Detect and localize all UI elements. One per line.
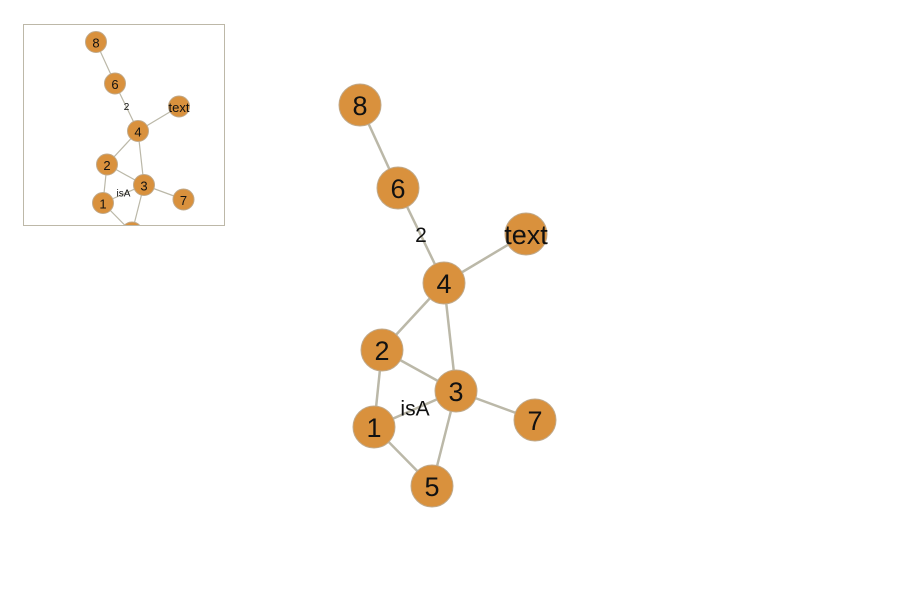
node-circle[interactable] bbox=[504, 212, 548, 256]
minimap-node-2[interactable]: 2 bbox=[96, 153, 118, 176]
minimap-node-label: 7 bbox=[180, 193, 187, 208]
node-3[interactable]: 3 bbox=[434, 369, 478, 413]
minimap-canvas[interactable]: 2 isA 8 6 text 4 2 3 1 7 5 bbox=[24, 25, 224, 225]
minimap-node-circle[interactable] bbox=[96, 153, 118, 176]
node-label: 4 bbox=[436, 269, 451, 299]
minimap-node-4[interactable]: 4 bbox=[127, 120, 149, 142]
minimap-node-3[interactable]: 3 bbox=[133, 174, 155, 196]
minimap-node-label: text bbox=[169, 100, 190, 115]
node-5[interactable]: 5 bbox=[410, 464, 454, 508]
minimap-edge-label: isA bbox=[117, 189, 131, 200]
node-text[interactable]: text bbox=[504, 212, 548, 256]
node-circle[interactable] bbox=[513, 398, 557, 442]
node-6[interactable]: 6 bbox=[376, 166, 420, 210]
minimap-node-circle[interactable] bbox=[133, 174, 155, 196]
node-2[interactable]: 2 bbox=[360, 328, 404, 372]
minimap-node-label: 1 bbox=[99, 197, 106, 212]
node-circle[interactable] bbox=[360, 328, 404, 372]
node-4[interactable]: 4 bbox=[422, 261, 466, 305]
edge-label: 2 bbox=[415, 224, 427, 247]
minimap-node-8[interactable]: 8 bbox=[85, 31, 107, 53]
minimap-node-circle[interactable] bbox=[104, 72, 126, 95]
node-label: 5 bbox=[424, 472, 439, 502]
node-1[interactable]: 1 bbox=[352, 405, 396, 449]
node-label: 1 bbox=[366, 413, 381, 443]
minimap-node-circle[interactable] bbox=[172, 188, 195, 211]
node-label: 8 bbox=[352, 91, 367, 121]
minimap-node-7[interactable]: 7 bbox=[172, 188, 195, 211]
minimap[interactable]: 2 isA 8 6 text 4 2 3 1 7 5 bbox=[23, 24, 225, 226]
edge-label-layer: 2 isA bbox=[400, 224, 429, 421]
node-7[interactable]: 7 bbox=[513, 398, 557, 442]
minimap-node-label: 4 bbox=[134, 125, 141, 140]
edge-label: isA bbox=[400, 398, 429, 421]
minimap-node-circle[interactable] bbox=[168, 95, 190, 118]
node-circle[interactable] bbox=[352, 405, 396, 449]
node-label: text bbox=[504, 220, 548, 250]
minimap-node-label: 6 bbox=[111, 77, 118, 92]
node-label: 7 bbox=[527, 406, 542, 436]
node-label: 3 bbox=[448, 377, 463, 407]
minimap-node-label: 2 bbox=[103, 158, 110, 173]
minimap-node-label: 3 bbox=[140, 179, 147, 194]
minimap-node-5[interactable]: 5 bbox=[122, 221, 143, 225]
minimap-node-circle[interactable] bbox=[92, 192, 114, 214]
node-circle[interactable] bbox=[410, 464, 454, 508]
minimap-node-circle[interactable] bbox=[122, 221, 143, 225]
minimap-node-1[interactable]: 1 bbox=[92, 192, 114, 214]
node-label: 6 bbox=[390, 174, 405, 204]
node-circle[interactable] bbox=[376, 166, 420, 210]
minimap-node-circle[interactable] bbox=[85, 31, 107, 53]
node-circle[interactable] bbox=[338, 83, 382, 127]
node-label: 2 bbox=[374, 336, 389, 366]
minimap-node-layer: 8 6 text 4 2 3 1 7 5 bbox=[85, 31, 195, 225]
minimap-edge-label-layer: 2 isA bbox=[117, 102, 131, 200]
minimap-edge-label: 2 bbox=[124, 102, 130, 113]
node-circle[interactable] bbox=[434, 369, 478, 413]
minimap-node-circle[interactable] bbox=[127, 120, 149, 142]
minimap-node-text[interactable]: text bbox=[168, 95, 190, 118]
minimap-node-6[interactable]: 6 bbox=[104, 72, 126, 95]
node-8[interactable]: 8 bbox=[338, 83, 382, 127]
node-circle[interactable] bbox=[422, 261, 466, 305]
minimap-node-label: 8 bbox=[92, 36, 99, 51]
